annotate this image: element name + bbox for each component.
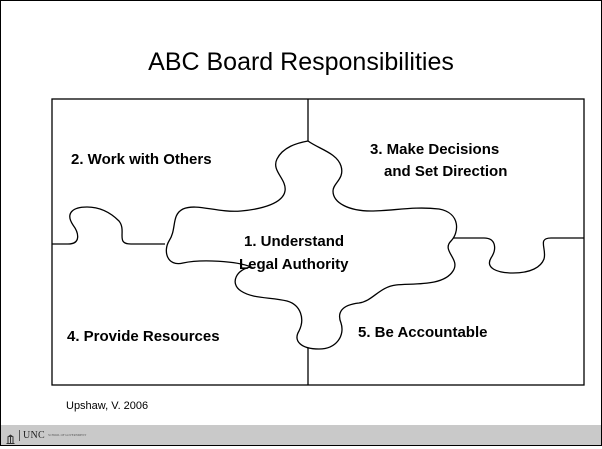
unc-logo: UNC SCHOOL OF GOVERNMENT: [6, 429, 88, 444]
piece-1-line-1: 1. Understand: [244, 233, 344, 250]
piece-4-label: 4. Provide Resources: [67, 328, 220, 345]
logo-text: UNC: [23, 430, 46, 441]
slide-title: ABC Board Responsibilities: [148, 48, 454, 76]
piece-3-line-1: 3. Make Decisions: [370, 141, 499, 158]
piece-2-line: 2. Work with Others: [71, 151, 212, 168]
piece-5-label: 5. Be Accountable: [358, 324, 487, 341]
credit-text: Upshaw, V. 2006: [66, 400, 149, 412]
center-piece: [165, 140, 458, 350]
piece-3-line-2: and Set Direction: [384, 163, 507, 180]
logo-separator: [19, 430, 20, 441]
piece-1-label: 1. Understand Legal Authority: [239, 233, 349, 273]
piece-5-line: 5. Be Accountable: [358, 324, 487, 341]
left-connector: [52, 206, 165, 245]
piece-4-line: 4. Provide Resources: [67, 328, 220, 345]
piece-1-line-2: Legal Authority: [239, 256, 349, 273]
logo-subtext: SCHOOL OF GOVERNMENT: [48, 433, 87, 437]
puzzle-frame: [51, 98, 585, 386]
piece-2-label: 2. Work with Others: [71, 151, 212, 168]
old-well-icon: [6, 431, 15, 444]
piece-3-label: 3. Make Decisions and Set Direction: [370, 141, 507, 180]
right-connector: [451, 237, 584, 274]
footer-bar: [1, 425, 601, 445]
